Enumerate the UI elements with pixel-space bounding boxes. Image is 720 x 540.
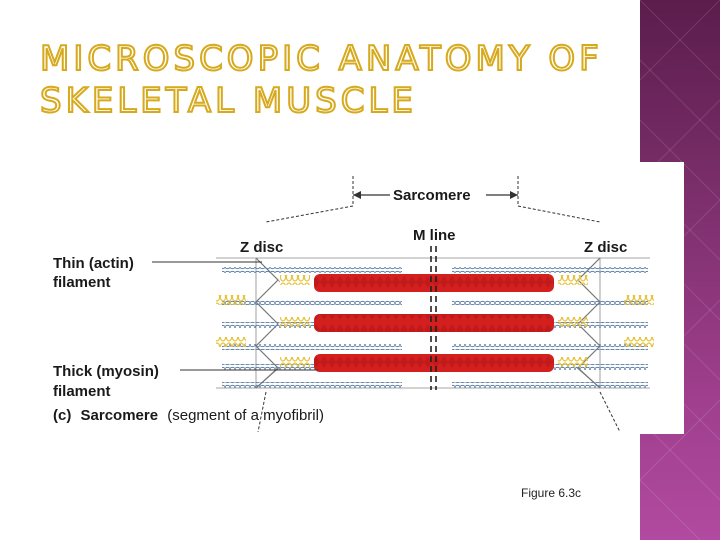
caption-part-letter: (c) [53, 407, 71, 424]
actin-filament [222, 382, 402, 388]
actin-filament [222, 364, 402, 370]
thick-filament-label-1: Thick (myosin) [53, 363, 159, 380]
caption-rest: (segment of a myofibril) [167, 407, 324, 424]
thick-filaments [314, 274, 554, 372]
actin-filament [452, 344, 648, 350]
actin-filament [222, 299, 402, 305]
actin-filament [222, 322, 402, 328]
titin-coil [280, 317, 310, 327]
sarcomere-bracket [265, 176, 601, 223]
caption-bold: Sarcomere [81, 407, 159, 424]
thin-filament-label-1: Thin (actin) [53, 255, 134, 272]
myosin-heads [314, 314, 554, 332]
figure-caption: Figure 6.3c [521, 486, 582, 500]
actin-filament [452, 382, 648, 388]
diagram-caption: (c) Sarcomere (segment of a myofibril) [53, 407, 324, 424]
titin-coil [558, 357, 588, 367]
arrow-right-icon [510, 191, 518, 199]
thin-filament-label-2: filament [53, 274, 111, 291]
myosin-heads [314, 354, 554, 372]
titin-coil [558, 275, 588, 285]
actin-filament [452, 267, 648, 273]
titin-coil [216, 337, 246, 347]
m-line [430, 246, 437, 390]
titin-coil [280, 357, 310, 367]
thick-filament-label-2: filament [53, 383, 111, 400]
z-disc-left-label: Z disc [240, 239, 283, 256]
sarcomere-label: Sarcomere [393, 187, 471, 204]
z-disc-right-label: Z disc [584, 239, 627, 256]
slide-title-line-2: SKELETAL MUSCLE [39, 81, 417, 121]
titin-coil [280, 275, 310, 285]
myosin-heads [314, 274, 554, 292]
titin-coil [624, 337, 654, 347]
actin-filament [222, 344, 402, 350]
lower-guides [257, 391, 621, 433]
titin-coils [216, 275, 654, 367]
slide-title-line-1: MICROSCOPIC ANATOMY OF [39, 39, 603, 79]
titin-coil [558, 317, 588, 327]
actin-filament [452, 299, 648, 305]
actin-filament [222, 267, 402, 273]
titin-coil [624, 295, 654, 305]
sarcomere-diagram: Sarcomere Z disc M line Z disc [40, 162, 684, 434]
titin-coil [216, 295, 246, 305]
arrow-left-icon [353, 191, 361, 199]
sarcomere-diagram-svg: Sarcomere Z disc M line Z disc [53, 176, 654, 433]
m-line-label: M line [413, 227, 456, 244]
